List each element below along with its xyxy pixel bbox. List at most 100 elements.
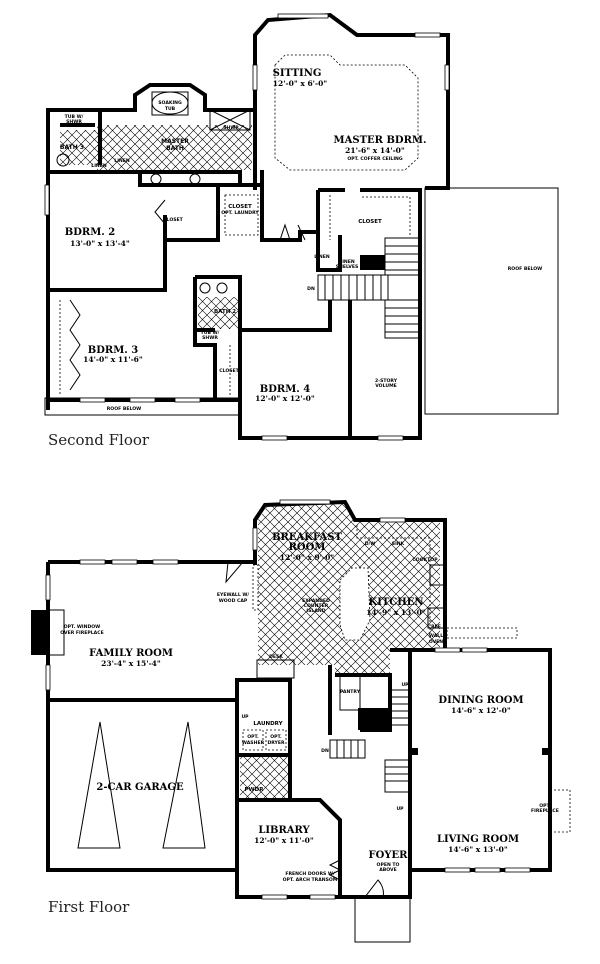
label-wall-oven: WALL [429, 633, 443, 639]
fireplace [31, 610, 48, 655]
first-floor-stairs [329, 689, 411, 793]
room-dim-master-bdrm: 21'-6" x 14'-0" [345, 146, 405, 155]
room-dim-bdrm3: 14'-0" x 11'-6" [83, 355, 143, 364]
family-garage-outer-walls [46, 560, 255, 872]
label-closet-bdrm3: CLOSET [219, 368, 239, 374]
label-soaking-tub: SOAKING [158, 100, 182, 106]
kitchen-breakfast-walls [253, 499, 447, 650]
master-closet-walls [316, 188, 422, 438]
room-dim-sitting: 12'-0" x 6'-0" [273, 79, 328, 88]
master-bedroom-walls [253, 12, 450, 190]
dining-living-walls [390, 648, 552, 872]
label-linen-a: LINEN [91, 163, 107, 169]
label-linen-b: LINEN [114, 158, 130, 164]
room-label-master-bdrm: MASTER BDRM. [334, 135, 427, 146]
room-label-family: FAMILY ROOM [89, 648, 173, 659]
pantry [339, 674, 361, 711]
room-label-kitchen: KITCHEN [369, 597, 424, 608]
label-wall-oven-2: OVEN [429, 639, 443, 645]
cooktop [429, 564, 446, 586]
room-dim-library: 12'-0" x 11'-0" [254, 836, 314, 845]
bath3-floor [60, 130, 100, 165]
room-note-master-bdrm: OPT. COFFER CEILING [347, 156, 403, 162]
label-tub-shower-3b: SHWR [66, 119, 82, 125]
bdrm4-walls [238, 300, 422, 440]
label-foyer-note-2: ABOVE [379, 867, 397, 873]
label-opt-fireplace: OPT. [539, 803, 551, 809]
label-french-doors: FRENCH DOORS W/ [285, 871, 335, 877]
opt-fireplace-outline [549, 789, 571, 833]
label-soaking-tub-2: TUB [165, 106, 176, 112]
room-dim-bdrm2: 13'-0" x 13'-4" [70, 239, 130, 248]
front-door [364, 879, 384, 898]
label-linen-shelves-2: SHELVES [336, 264, 359, 270]
label-up-2: UP [396, 806, 404, 812]
room-dim-bdrm4: 12'-0" x 12'-0" [255, 394, 315, 403]
label-island: EXPANDED [302, 598, 330, 604]
room-label-bdrm2: BDRM. 2 [65, 227, 115, 238]
label-linen-c: LINEN [314, 254, 330, 260]
room-label-library: LIBRARY [258, 825, 310, 836]
family-south-wall [48, 678, 292, 702]
label-opt-laundry: OPT. LAUNDRY [221, 210, 259, 216]
second-floor-stairs [317, 237, 421, 339]
front-porch [354, 896, 411, 943]
label-roof-below-right: ROOF BELOW [508, 266, 542, 272]
room-label-bdrm4: BDRM. 4 [260, 384, 310, 395]
room-dim-kitchen: 14'-9" x 13'-0" [366, 608, 426, 617]
label-up-garage: UP [241, 714, 249, 720]
roof-below-right-area [424, 187, 559, 415]
label-foyer-note: OPEN TO [377, 862, 400, 868]
label-cooktop: COOKTOP [412, 557, 438, 563]
label-dn-1f: DN [321, 748, 329, 754]
label-dryer: OPT. [270, 734, 282, 740]
family-door [225, 561, 245, 584]
label-dryer-2: DRYER [267, 740, 285, 746]
room-dim-breakfast: 12'-0" x 9'-0" [280, 553, 335, 562]
room-label-garage: 2-CAR GARAGE [96, 782, 184, 793]
label-tub-shower-2b: SHWR [202, 335, 218, 341]
second-floor-caption: Second Floor [48, 431, 150, 449]
label-fireplace-note-2: OVER FIREPLACE [60, 630, 104, 636]
label-french-doors-2: OPT. ARCH TRANSOM [283, 877, 338, 883]
label-eyewall-2: WOOD CAP [219, 598, 248, 604]
label-island-3: ISLAND [306, 608, 325, 614]
room-dim-living: 14'-6" x 13'-0" [448, 845, 508, 854]
label-ref: REF [431, 624, 441, 630]
label-linen-shelves: LINEN [339, 259, 355, 265]
master-shower [209, 109, 251, 131]
label-pantry: PANTRY [340, 689, 361, 695]
label-closet-laundry: CLOSET [228, 204, 252, 210]
room-label-bath2: BATH 2 [214, 309, 236, 315]
upper-left-walls [46, 83, 255, 410]
label-sink: SINK [392, 541, 405, 547]
room-label-master-bath-2: BATH [166, 145, 184, 152]
label-tub-shower-3: TUB W/ [65, 114, 84, 120]
room-dim-family: 23'-4" x 15'-4" [101, 659, 161, 668]
laundry-pwdr-walls [235, 700, 340, 899]
coffer-ceiling-outline [274, 54, 419, 171]
first-floor-plan: BREAKFAST ROOM 12'-0" x 9'-0" KITCHEN 14… [31, 499, 571, 943]
label-dishwasher: D/W [365, 541, 376, 547]
room-label-breakfast-2: ROOM [289, 542, 326, 553]
room-dim-dining: 14'-6" x 12'-0" [451, 706, 511, 715]
room-label-sitting: SITTING [273, 68, 322, 79]
room-label-bdrm3: BDRM. 3 [88, 345, 138, 356]
label-eyewall: EYEWALL W/ [217, 592, 250, 598]
master-bath-floor [97, 125, 252, 170]
label-master-closet: CLOSET [358, 219, 382, 225]
label-shower: SHWR. [223, 125, 241, 131]
label-dn-2f: DN [307, 286, 315, 292]
refrigerator [427, 607, 446, 629]
bath2-floor [198, 297, 238, 329]
second-floor-plan: SITTING 12'-0" x 6'-0" MASTER BDRM. 21'-… [44, 12, 559, 449]
label-tub-shower-2: TUB W/ [201, 330, 220, 336]
label-desk: DESK [269, 654, 283, 660]
library-foyer-walls [290, 798, 412, 899]
bath3-walls [48, 110, 140, 174]
bdrm2-walls [48, 170, 318, 292]
label-two-story: 2-STORY [375, 378, 398, 384]
room-label-breakfast: BREAKFAST [272, 532, 342, 543]
kitchen-island [339, 567, 371, 641]
label-closet-bdrm2: CLOSET [163, 217, 183, 223]
